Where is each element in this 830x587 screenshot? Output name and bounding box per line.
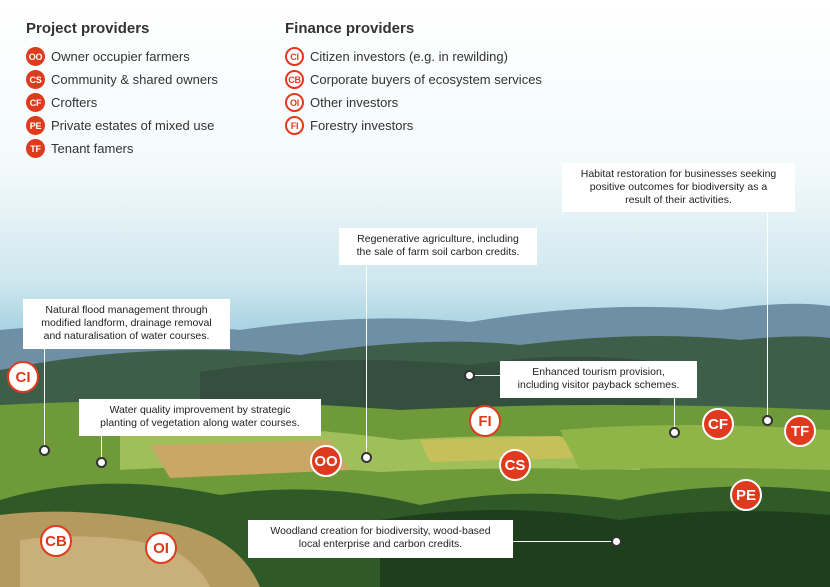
anchor-dot-tourism-2 <box>669 427 680 438</box>
leader-line-flood <box>44 348 45 450</box>
callout-water-quality: Water quality improvement by strategic p… <box>79 399 321 436</box>
ci-badge: CI <box>285 47 304 66</box>
badge-cb: CB <box>40 525 72 557</box>
field-green-2 <box>560 425 830 470</box>
anchor-dot-woodland <box>611 536 622 547</box>
badge-fi: FI <box>469 405 501 437</box>
leader-line-tourism-h <box>470 375 500 376</box>
finance-providers-legend: Finance providers CI Citizen investors (e… <box>285 20 542 137</box>
cb-badge: CB <box>285 70 304 89</box>
field-tan <box>150 440 350 478</box>
callout-woodland-creation: Woodland creation for biodiversity, wood… <box>248 520 513 558</box>
project-providers-title: Project providers <box>26 20 150 37</box>
legend-label: Private estates of mixed use <box>51 118 215 133</box>
field-yellow <box>420 436 580 462</box>
fi-badge: FI <box>285 116 304 135</box>
badge-cs: CS <box>499 449 531 481</box>
callout-habitat-restoration: Habitat restoration for businesses seeki… <box>562 163 795 212</box>
legend-label: Owner occupier farmers <box>51 49 190 64</box>
legend-label: Other investors <box>310 95 399 110</box>
anchor-dot-habitat <box>762 415 773 426</box>
oo-badge: OO <box>26 47 45 66</box>
legend-item-oi: OI Other investors <box>285 91 542 114</box>
legend-item-pe: PE Private estates of mixed use <box>26 114 218 137</box>
legend-item-fi: FI Forestry investors <box>285 114 542 137</box>
pe-badge: PE <box>26 116 45 135</box>
callout-tourism: Enhanced tourism provision, including vi… <box>500 361 697 398</box>
legend-item-ci: CI Citizen investors (e.g. in rewilding) <box>285 45 542 68</box>
legend-label: Forestry investors <box>310 118 414 133</box>
legend-label: Tenant famers <box>51 141 134 156</box>
anchor-dot-flood <box>39 445 50 456</box>
anchor-dot-water <box>96 457 107 468</box>
callout-regenerative-agriculture: Regenerative agriculture, including the … <box>339 228 537 265</box>
callout-flood-management: Natural flood management through modifie… <box>23 299 230 349</box>
leader-line-water <box>101 430 102 463</box>
legend-item-oo: OO Owner occupier farmers <box>26 45 218 68</box>
leader-line-regenerative <box>366 265 367 457</box>
cf-badge: CF <box>26 93 45 112</box>
cs-badge: CS <box>26 70 45 89</box>
oi-badge: OI <box>285 93 304 112</box>
legend-label: Citizen investors (e.g. in rewilding) <box>310 49 508 64</box>
legend-item-cb: CB Corporate buyers of ecosystem services <box>285 68 542 91</box>
tf-badge: TF <box>26 139 45 158</box>
badge-oo: OO <box>310 445 342 477</box>
legend-item-cf: CF Crofters <box>26 91 218 114</box>
legend-label: Community & shared owners <box>51 72 218 87</box>
leader-line-woodland <box>512 541 617 542</box>
badge-ci: CI <box>7 361 39 393</box>
anchor-dot-regenerative <box>361 452 372 463</box>
legend-label: Crofters <box>51 95 98 110</box>
legend-label: Corporate buyers of ecosystem services <box>310 72 542 87</box>
legend-item-cs: CS Community & shared owners <box>26 68 218 91</box>
badge-cf: CF <box>702 408 734 440</box>
badge-pe: PE <box>730 479 762 511</box>
badge-tf: TF <box>784 415 816 447</box>
legend-item-tf: TF Tenant famers <box>26 137 218 160</box>
anchor-dot-tourism <box>464 370 475 381</box>
leader-line-habitat <box>767 212 768 420</box>
leader-line-tourism-v <box>674 398 675 433</box>
project-providers-legend: Project providers OO Owner occupier farme… <box>26 20 218 160</box>
badge-oi: OI <box>145 532 177 564</box>
finance-providers-title: Finance providers <box>285 20 415 37</box>
